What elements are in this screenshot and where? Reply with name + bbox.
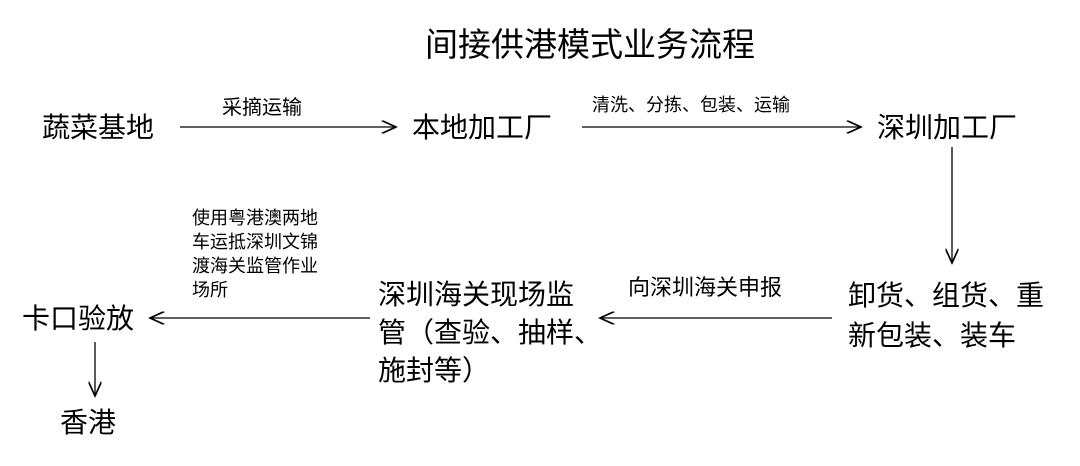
- edge-label-line: 渡海关监管作业: [192, 256, 318, 277]
- edge-label-line: 车运抵深圳文锦: [192, 232, 318, 253]
- node-hong-kong: 香港: [60, 406, 117, 439]
- node-shenzhen-factory: 深圳加工厂: [877, 111, 1018, 144]
- node-repack-line: 卸货、组货、重: [848, 279, 1045, 312]
- edge-label-picking: 采摘运输: [222, 95, 302, 119]
- edge-label-vehicle: 使用粤港澳两地 车运抵深圳文锦 渡海关监管作业 场所: [192, 207, 318, 303]
- node-customs-line: 管（查验、抽样、: [378, 316, 603, 349]
- edge-label-line: 场所: [192, 280, 228, 301]
- node-checkpoint-release: 卡口验放: [22, 302, 135, 335]
- node-repack: 卸货、组货、重 新包装、装车: [848, 276, 1044, 356]
- node-customs-line: 深圳海关现场监: [378, 278, 575, 311]
- page-title: 间接供港模式业务流程: [425, 25, 755, 64]
- node-vegetable-base: 蔬菜基地: [42, 111, 155, 144]
- node-local-factory: 本地加工厂: [412, 111, 553, 144]
- edge-label-processing: 清洗、分拣、包装、运输: [592, 95, 790, 116]
- edge-label-declare: 向深圳海关申报: [628, 276, 783, 301]
- edge-label-line: 使用粤港澳两地: [192, 208, 318, 229]
- node-customs-line: 施封等）: [378, 354, 491, 387]
- node-repack-line: 新包装、装车: [848, 319, 1017, 352]
- node-customs-supervision: 深圳海关现场监 管（查验、抽样、 施封等）: [378, 276, 602, 390]
